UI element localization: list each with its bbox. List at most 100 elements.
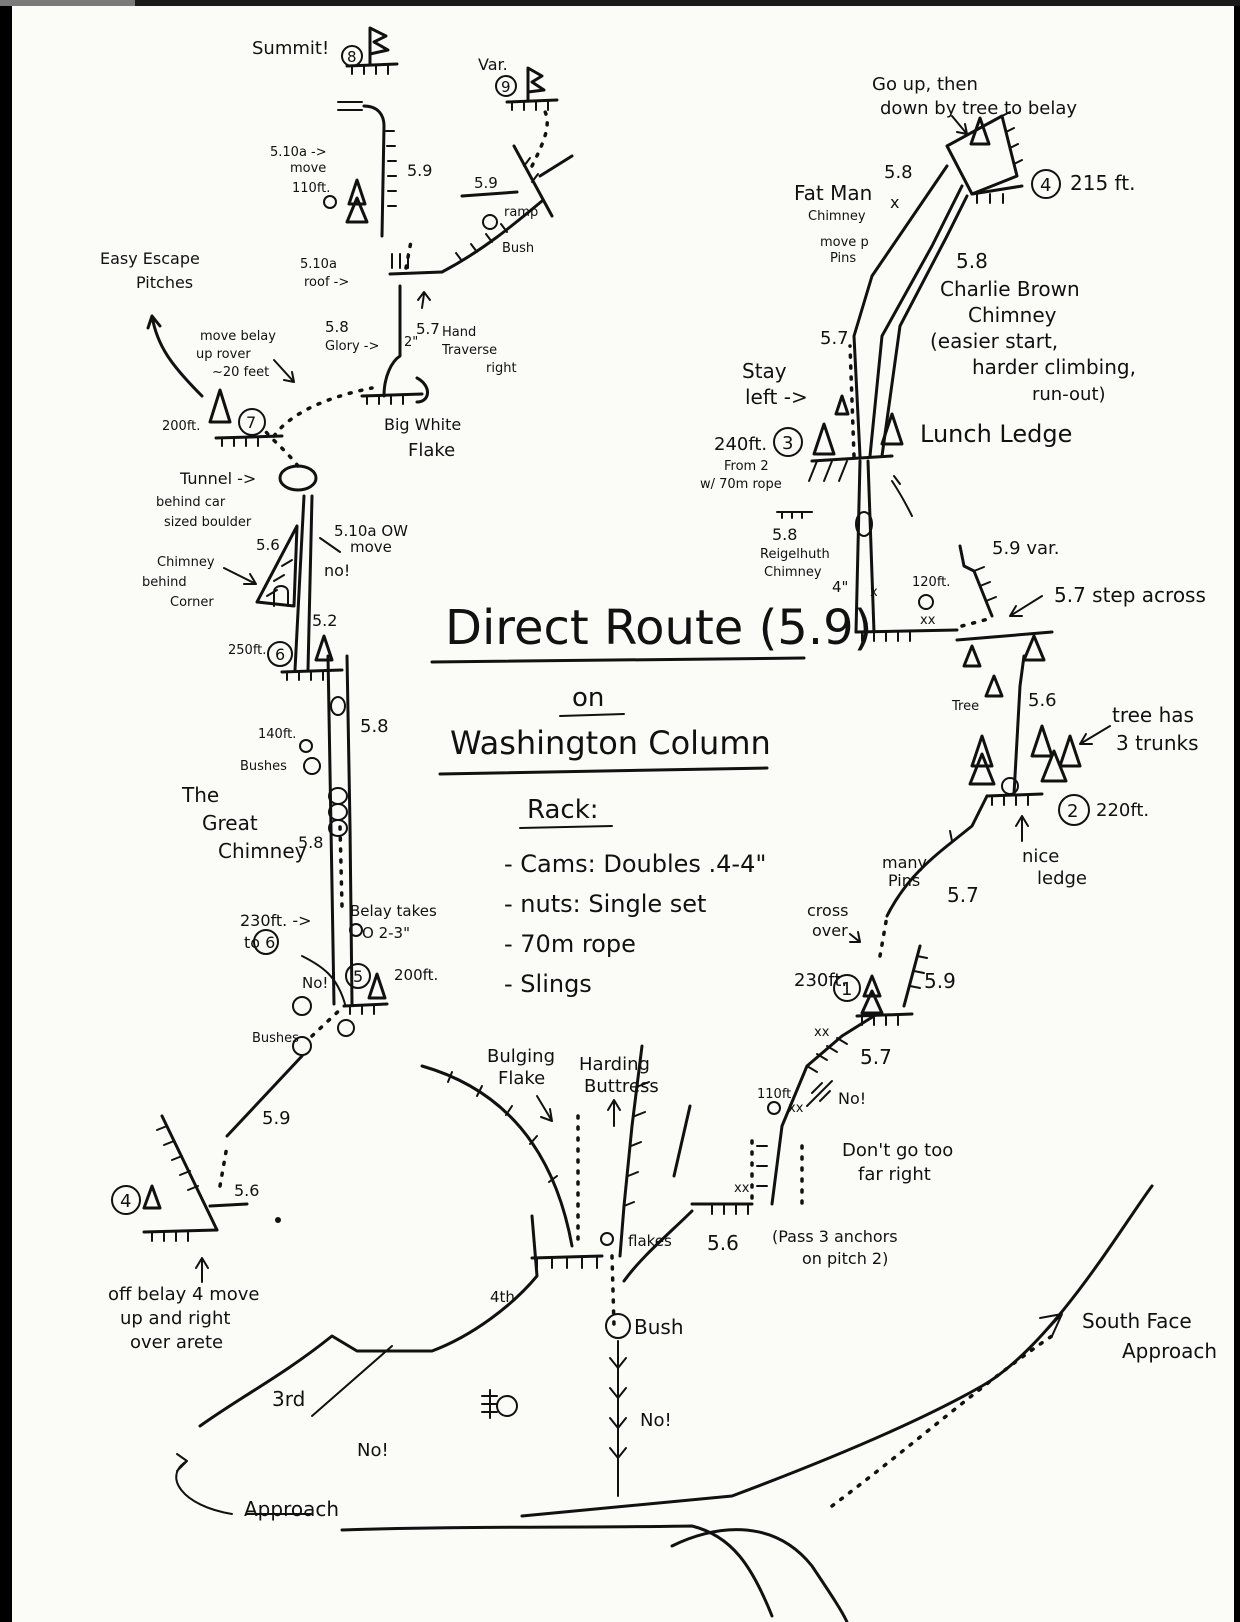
wrong-slope-line bbox=[311, 1345, 393, 1417]
dont-go-note: Don't go too bbox=[842, 1140, 953, 1161]
arete-hatch bbox=[156, 1125, 199, 1191]
ledge-hatch bbox=[861, 631, 911, 642]
south-face-trail bbox=[520, 1184, 1154, 1518]
chimney-arrow bbox=[223, 567, 257, 585]
charlie-label: Charlie Brown bbox=[940, 277, 1080, 301]
ledge-icon bbox=[481, 1389, 498, 1419]
tree-icon bbox=[208, 388, 232, 424]
dotted-line bbox=[960, 616, 994, 628]
belay-number: 4 bbox=[1040, 175, 1051, 196]
grade-label: 5.8 bbox=[298, 833, 323, 852]
pitch-2: many Pins 5.7 nice ledge 2 220ft. tree h… bbox=[878, 538, 1206, 958]
tree-arrow bbox=[1079, 725, 1111, 745]
crack-line bbox=[672, 1104, 692, 1178]
charlie-note: harder climbing, bbox=[972, 355, 1136, 379]
stay-left-label: left -> bbox=[745, 385, 808, 409]
belay-number: 5 bbox=[353, 967, 363, 986]
bulging-flake-arc bbox=[420, 1064, 574, 1248]
pitch-4: Stay left -> 5.7 Fat Man Chimney 5.8 x m… bbox=[742, 74, 1136, 458]
dont-go-note: far right bbox=[858, 1164, 931, 1185]
pitch-one-start bbox=[622, 1209, 694, 1283]
route-title: Direct Route (5.9) bbox=[445, 600, 872, 656]
roof-marks bbox=[337, 101, 363, 111]
tunnel-label: behind car bbox=[156, 495, 226, 510]
grade-label: 5.8 bbox=[325, 318, 349, 336]
belay-4-ledge bbox=[970, 184, 1024, 196]
step-across-label: 5.7 step across bbox=[1054, 583, 1206, 607]
no-label: no! bbox=[324, 561, 350, 580]
ledge-hatch bbox=[366, 395, 404, 405]
ledge-hatch bbox=[991, 795, 1029, 806]
reigelhuth-chimney bbox=[854, 459, 876, 634]
anchor-mark: xx bbox=[920, 613, 936, 628]
approach-terrain: Approach 3rd No! South Face Approach bbox=[175, 1184, 1217, 1622]
route-formation: Washington Column bbox=[450, 724, 771, 762]
bushes-label: Bushes bbox=[240, 759, 287, 774]
roof-label: roof -> bbox=[304, 275, 349, 290]
pass-anchors-note: (Pass 3 anchors bbox=[772, 1227, 898, 1246]
corner-chimney bbox=[255, 524, 299, 608]
grade-label: 5.9 var. bbox=[992, 538, 1060, 559]
grade-label: 5.6 bbox=[256, 536, 280, 554]
belay-number-badge bbox=[111, 1185, 141, 1215]
belay-number: 7 bbox=[246, 413, 256, 432]
pin-mark bbox=[949, 830, 953, 842]
ow-label: move bbox=[350, 538, 392, 556]
tree-note: 3 trunks bbox=[1116, 731, 1199, 755]
belay-5-ledge bbox=[342, 1002, 389, 1008]
tree-icon bbox=[962, 634, 1046, 668]
south-face-arrow bbox=[1021, 1313, 1063, 1357]
belay-number-badge bbox=[1031, 169, 1061, 199]
dotted-line bbox=[848, 344, 856, 458]
height-label: 250ft. bbox=[228, 643, 266, 658]
title-block: Direct Route (5.9) on Washington Column … bbox=[430, 600, 872, 998]
belay-1-ledge bbox=[855, 1012, 914, 1018]
tab-strip bbox=[0, 0, 135, 6]
height-label: 240ft. bbox=[714, 434, 767, 455]
no-label: No! bbox=[357, 1440, 389, 1461]
grade-label: 5.6 bbox=[234, 1181, 259, 1200]
bolt-ladder-hatch bbox=[756, 1145, 768, 1187]
bulging-flake-label: Bulging bbox=[487, 1046, 555, 1067]
belay-number: 2 bbox=[1067, 801, 1078, 822]
belay-6-ledge bbox=[280, 668, 344, 674]
pitch-8: 5.10a roof -> 110ft. 5.10a -> move 5.9 8… bbox=[252, 26, 444, 290]
height-label: to 6 bbox=[244, 933, 275, 952]
ledge-hatch bbox=[351, 65, 389, 75]
height-label: 140ft. bbox=[258, 727, 296, 742]
grade-label: 5.8 bbox=[360, 716, 389, 737]
ow-label: 5.10a OW bbox=[334, 522, 408, 540]
squiggle-mark bbox=[891, 475, 913, 517]
height-label: 200ft. bbox=[394, 966, 438, 984]
size-label: 4" bbox=[832, 578, 848, 596]
crack-hatch bbox=[523, 157, 539, 183]
ow-arrow bbox=[319, 537, 341, 553]
pitch-5: Bushes 5 200ft. No! 230ft. -> to 6 Belay… bbox=[240, 902, 438, 1056]
wall-hatch bbox=[909, 955, 928, 989]
route-base: 4th Bush No! flakes Bulging Flake Hardin… bbox=[420, 1044, 898, 1497]
belay-number: 9 bbox=[501, 78, 511, 96]
tree-icon bbox=[984, 674, 1004, 698]
belay-7-ledge bbox=[214, 434, 284, 440]
belay-number-badge bbox=[253, 929, 279, 955]
roof-label: 5.10a bbox=[300, 257, 337, 272]
bolt-icon bbox=[767, 1101, 781, 1115]
belay-number: 3 bbox=[782, 433, 793, 454]
belay-3-base-ledge bbox=[854, 628, 959, 634]
height-label: From 2 bbox=[724, 459, 769, 474]
rack-item: - 70m rope bbox=[504, 930, 636, 958]
nice-ledge-label: ledge bbox=[1037, 868, 1087, 889]
tree-icon bbox=[345, 178, 369, 224]
grade-label: 5.8 bbox=[956, 249, 988, 273]
rack-item: - Cams: Doubles .4-4" bbox=[504, 850, 766, 878]
grade-label: 5.9 bbox=[407, 161, 432, 180]
off-belay-note: up and right bbox=[120, 1308, 230, 1329]
tree-note: tree has bbox=[1112, 703, 1194, 727]
tree-icon bbox=[367, 972, 387, 1000]
ledge-hatch bbox=[511, 101, 549, 111]
many-pins-label: Pins bbox=[888, 871, 920, 890]
grade-label: 5.9 bbox=[262, 1108, 291, 1129]
fat-man-chimney bbox=[852, 164, 964, 458]
ledge-hatch bbox=[221, 437, 259, 447]
pitch-line bbox=[225, 1054, 304, 1138]
